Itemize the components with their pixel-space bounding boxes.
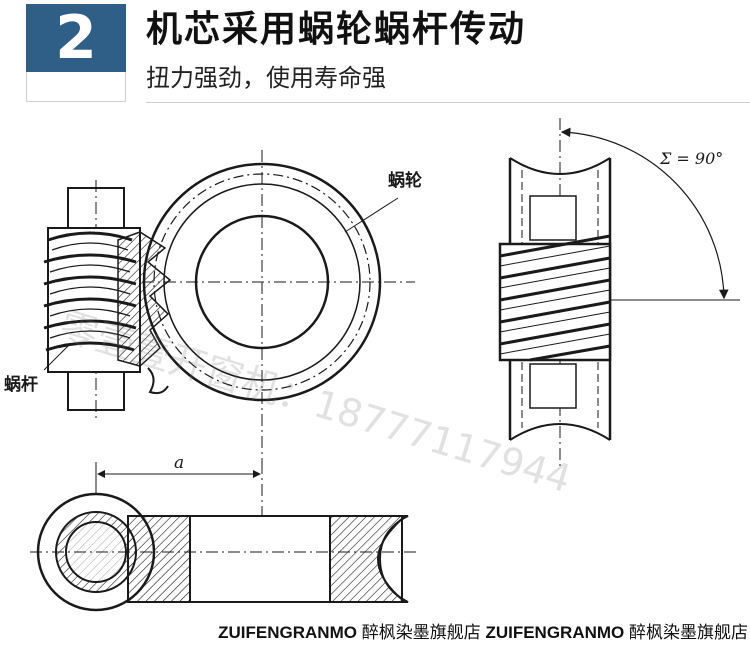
footer-brand-line: ZUIFENGRANMO 醉枫染墨旗舰店 ZUIFENGRANMO 醉枫染墨旗舰…: [218, 622, 748, 644]
step-badge-tail: [26, 72, 126, 102]
worm-label: 蜗杆: [4, 375, 38, 395]
worm-wheel-label: 蜗轮: [388, 170, 422, 191]
header-divider: [146, 102, 750, 103]
worm-gear-side-view: [498, 118, 740, 470]
header: 2 机芯采用蜗轮蜗杆传动 扭力强劲，使用寿命强: [0, 0, 750, 110]
worm-gear-diagram: 蜗轮 蜗杆 a: [4, 118, 740, 612]
worm-front-view: [43, 180, 172, 420]
shaft-angle-label: Σ = 90°: [659, 149, 723, 168]
worm-wheel-front-view: [120, 150, 415, 470]
footer-brand-2: ZUIFENGRANMO: [485, 623, 625, 642]
step-number-badge: 2: [26, 4, 126, 72]
center-distance-label: a: [174, 453, 184, 473]
page-subtitle: 扭力强劲，使用寿命强: [146, 64, 386, 92]
footer-shop-2: 醉枫染墨旗舰店: [629, 623, 748, 642]
page-title: 机芯采用蜗轮蜗杆传动: [146, 9, 527, 50]
worm-gear-section-view: [30, 492, 420, 612]
footer-shop-1: 醉枫染墨旗舰店: [361, 623, 481, 642]
footer-brand-1: ZUIFENGRANMO: [218, 623, 357, 642]
